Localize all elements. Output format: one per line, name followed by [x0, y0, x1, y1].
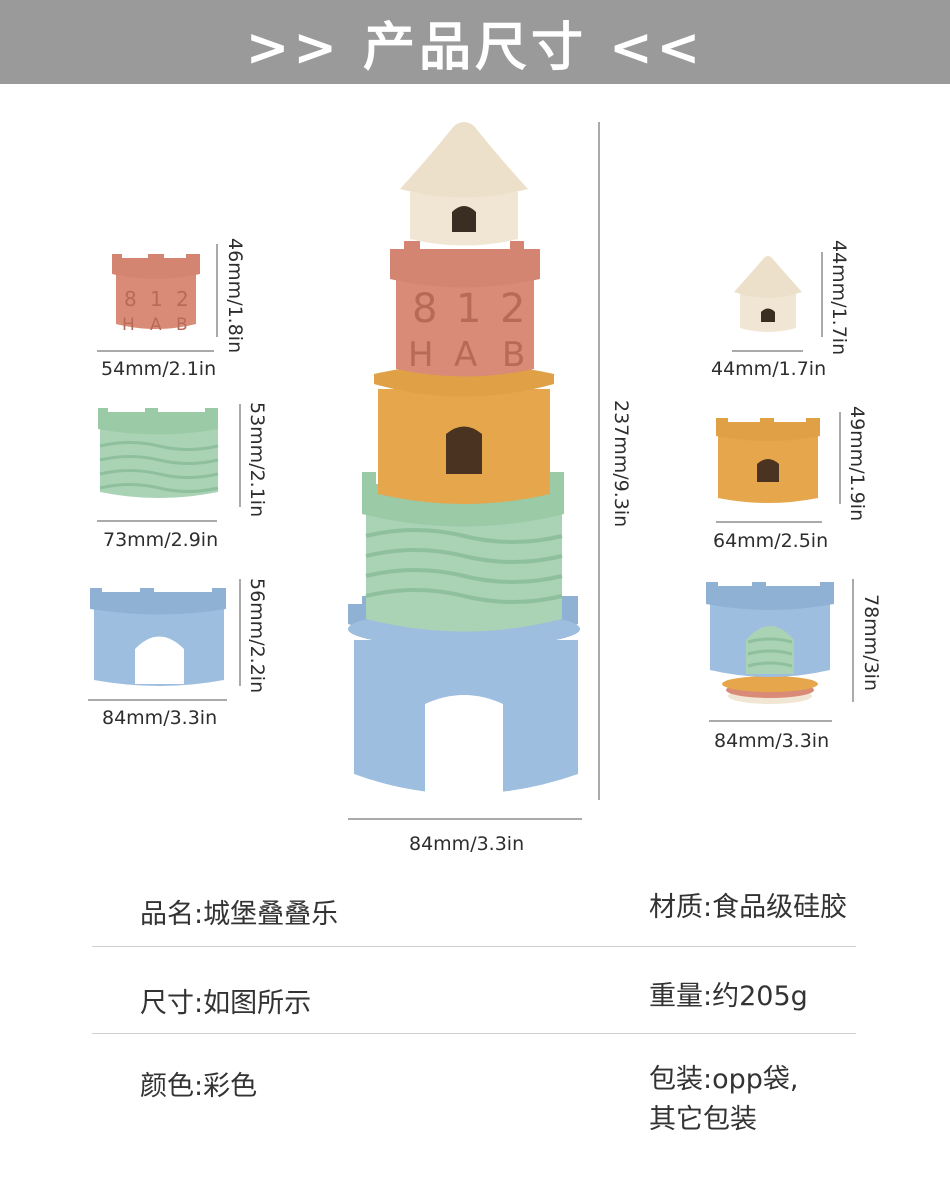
title-banner: >> 产品尺寸 << — [0, 0, 950, 84]
svg-text:A: A — [150, 315, 162, 335]
spec-row-1: 品名:城堡叠叠乐 材质:食品级硅胶 — [92, 884, 856, 947]
spec-weight: 重量:约205g — [649, 981, 808, 1012]
svg-text:2: 2 — [176, 287, 189, 311]
banner-title: >> 产品尺寸 << — [245, 17, 705, 78]
spec-packaging-line1: 包装:opp袋, — [649, 1064, 799, 1095]
blue-height-label: 56mm/2.2in — [246, 578, 268, 694]
svg-text:H: H — [122, 315, 135, 335]
spec-packaging-line2: 其它包装 — [649, 1104, 757, 1135]
spec-row-3: 颜色:彩色 包装:opp袋, 其它包装 — [92, 1034, 856, 1174]
orange-height-label: 49mm/1.9in — [846, 406, 868, 522]
spec-size: 尺寸:如图所示 — [140, 988, 312, 1019]
nested-width-label: 84mm/3.3in — [714, 730, 830, 752]
svg-text:H: H — [408, 335, 434, 375]
svg-text:B: B — [502, 335, 525, 375]
pink-height-label: 46mm/1.8in — [224, 238, 246, 354]
spec-material: 材质:食品级硅胶 — [649, 892, 848, 923]
spec-name: 品名:城堡叠叠乐 — [140, 899, 339, 930]
tower-pink-block: 8 1 2 H A B — [390, 241, 540, 377]
svg-text:B: B — [176, 315, 188, 335]
spec-row-2: 尺寸:如图所示 重量:约205g — [92, 947, 856, 1034]
spec-color: 颜色:彩色 — [140, 1071, 258, 1102]
svg-text:2: 2 — [500, 286, 525, 332]
svg-text:8: 8 — [412, 286, 437, 332]
svg-text:1: 1 — [456, 286, 481, 332]
svg-text:8: 8 — [124, 287, 137, 311]
product-illustration: 8 1 2 H A B 8 1 2 H A B — [0, 84, 950, 874]
green-width-label: 73mm/2.9in — [103, 529, 219, 551]
roof-height-label: 44mm/1.7in — [828, 240, 850, 356]
pink-width-label: 54mm/2.1in — [101, 358, 217, 380]
right-nested-block — [706, 582, 834, 704]
blue-width-label: 84mm/3.3in — [102, 707, 218, 729]
left-pink-block: 8 1 2 H A B — [112, 254, 200, 335]
svg-text:A: A — [454, 335, 477, 375]
spec-packaging: 包装:opp袋, 其它包装 — [649, 1060, 798, 1140]
right-orange-block — [716, 418, 820, 503]
nested-height-label: 78mm/3in — [860, 594, 882, 692]
green-height-label: 53mm/2.1in — [246, 402, 268, 518]
castle-blocks-drawing: 8 1 2 H A B 8 1 2 H A B — [88, 122, 854, 820]
orange-width-label: 64mm/2.5in — [713, 530, 829, 552]
tower-width-label: 84mm/3.3in — [409, 833, 525, 855]
roof-width-label: 44mm/1.7in — [711, 358, 827, 380]
left-blue-block — [90, 588, 226, 686]
svg-text:1: 1 — [150, 287, 163, 311]
tower-orange-block — [374, 364, 554, 504]
left-green-block — [98, 408, 219, 498]
tower-height-label: 237mm/9.3in — [610, 400, 632, 528]
right-roof-block — [734, 256, 802, 332]
tower-roof-block — [400, 122, 528, 246]
